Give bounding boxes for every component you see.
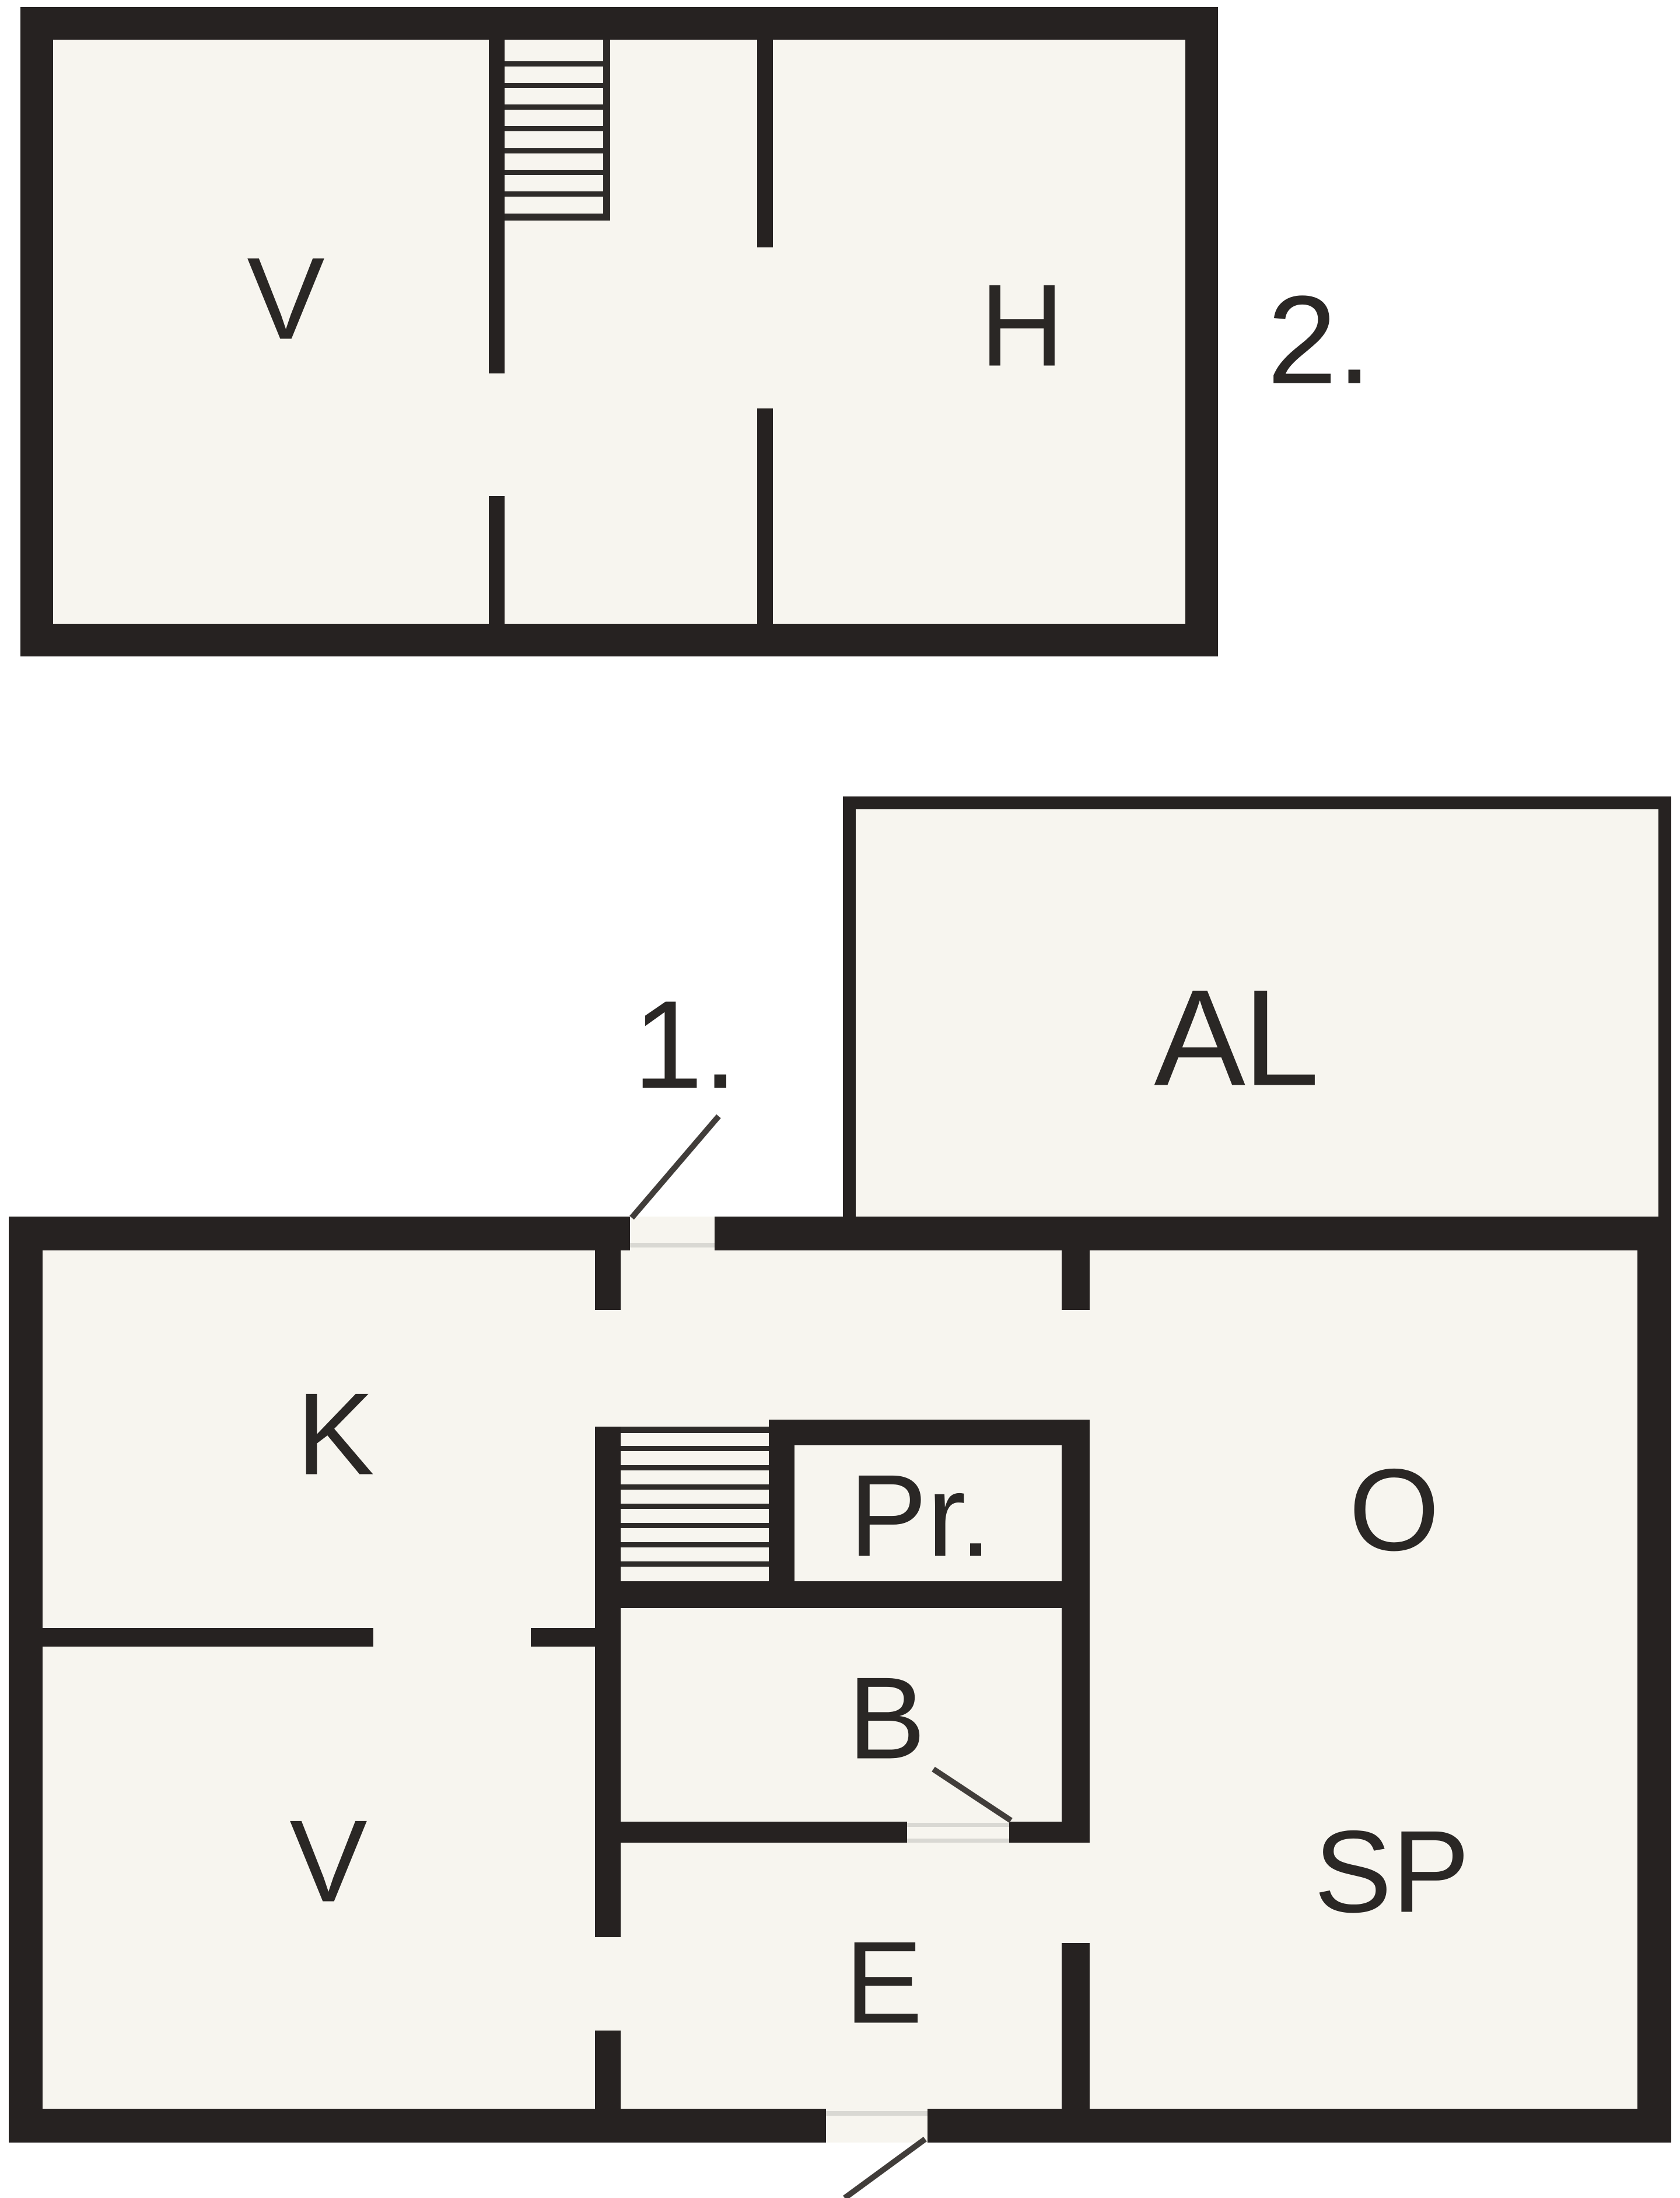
stair-tread (505, 126, 603, 131)
stair-tread (505, 191, 603, 197)
upper-wall-a-segment-top (489, 40, 505, 373)
room-label-e: E (845, 1918, 922, 2048)
stair-top-border (621, 1427, 769, 1433)
upper-room-label-v: V (247, 234, 324, 364)
ground-floor-plan: 1. AL K V Pr. B E O SP (9, 796, 1671, 2198)
lower-staircase (621, 1427, 769, 1567)
entrance-door-threshold (826, 2111, 928, 2116)
upper-staircase (505, 40, 610, 221)
terrace-label-al: AL (1154, 961, 1317, 1114)
terrace-door-threshold (630, 1243, 715, 1247)
pr-room-wall-left (769, 1420, 794, 1581)
room-label-pr: Pr. (849, 1451, 992, 1581)
stair-tread (621, 1484, 769, 1490)
stair-tread (505, 148, 603, 153)
room-label-b: B (848, 1654, 925, 1784)
stair-tread (505, 104, 603, 110)
bathroom-door-threshold-top (907, 1823, 1009, 1827)
lower-outer-wall-bottom-left (9, 2109, 826, 2143)
stair-tread (505, 170, 603, 175)
lower-outer-wall-bottom-right (928, 2109, 1671, 2143)
wall-d-segment-top (1062, 1250, 1090, 1310)
lower-outer-wall-right (1637, 1217, 1671, 2143)
stair-tread (621, 1542, 769, 1547)
b-room-wall-left-segment (595, 1822, 907, 1843)
upper-floor-plan: V H 2. (20, 7, 1372, 656)
kv-divider-left-segment (43, 1628, 373, 1647)
terrace-door-leaf (629, 1114, 721, 1220)
room-label-sp: SP (1314, 1807, 1470, 1937)
stairs-pr-bottom-wall (595, 1581, 1090, 1608)
lower-outer-wall-left (9, 1217, 43, 2143)
al-wall-right (1658, 796, 1671, 1217)
lower-outer-wall-top-left (9, 1217, 630, 1250)
stair-tread (505, 83, 603, 88)
stair-tread (505, 61, 603, 67)
stair-tread (621, 1504, 769, 1509)
ground-floor-area (9, 1217, 1671, 2143)
pr-room-wall-top (769, 1420, 1090, 1445)
terrace-al (843, 796, 1671, 1217)
stair-tread (621, 1446, 769, 1451)
upper-room-label-h: H (980, 261, 1064, 391)
stair-side-border (603, 40, 610, 221)
al-wall-left (843, 796, 856, 1217)
stair-tread (621, 1523, 769, 1528)
upper-wall-b-segment-bottom (757, 408, 773, 624)
upper-wall-b-segment-top (757, 40, 773, 247)
stair-tread (621, 1465, 769, 1470)
lower-outer-wall-top-right (715, 1217, 1671, 1250)
bathroom-door-leaf (932, 1766, 1013, 1823)
upper-wall-a-segment-bottom (489, 496, 505, 624)
floor-2-label: 2. (1267, 270, 1371, 410)
stair-bottom-border (505, 214, 610, 221)
upper-outer-wall-bottom (20, 624, 1218, 656)
al-wall-top (843, 796, 1671, 809)
upper-floor-area (20, 7, 1218, 656)
kv-divider-right-segment (531, 1628, 595, 1647)
entrance-door-leaf (843, 2136, 927, 2198)
wall-d-segment-bottom (1062, 1943, 1090, 2109)
upper-outer-wall-top (20, 7, 1218, 40)
stair-tread (621, 1561, 769, 1567)
wall-c-segment-top (595, 1250, 621, 1310)
upper-outer-wall-right (1185, 7, 1218, 656)
wall-d-segment-middle (1062, 1420, 1090, 1843)
room-label-o: O (1349, 1445, 1440, 1575)
room-label-k: K (296, 1369, 374, 1500)
bathroom-door-threshold-bottom (907, 1839, 1009, 1843)
floor-1-label: 1. (633, 974, 737, 1115)
room-label-v: V (289, 1797, 367, 1927)
b-room-wall-right-segment (1009, 1822, 1090, 1843)
wall-c-segment-middle (595, 1427, 621, 1937)
wall-c-segment-bottom (595, 2031, 621, 2109)
terrace-area (843, 796, 1671, 1217)
upper-outer-wall-left (20, 7, 53, 656)
